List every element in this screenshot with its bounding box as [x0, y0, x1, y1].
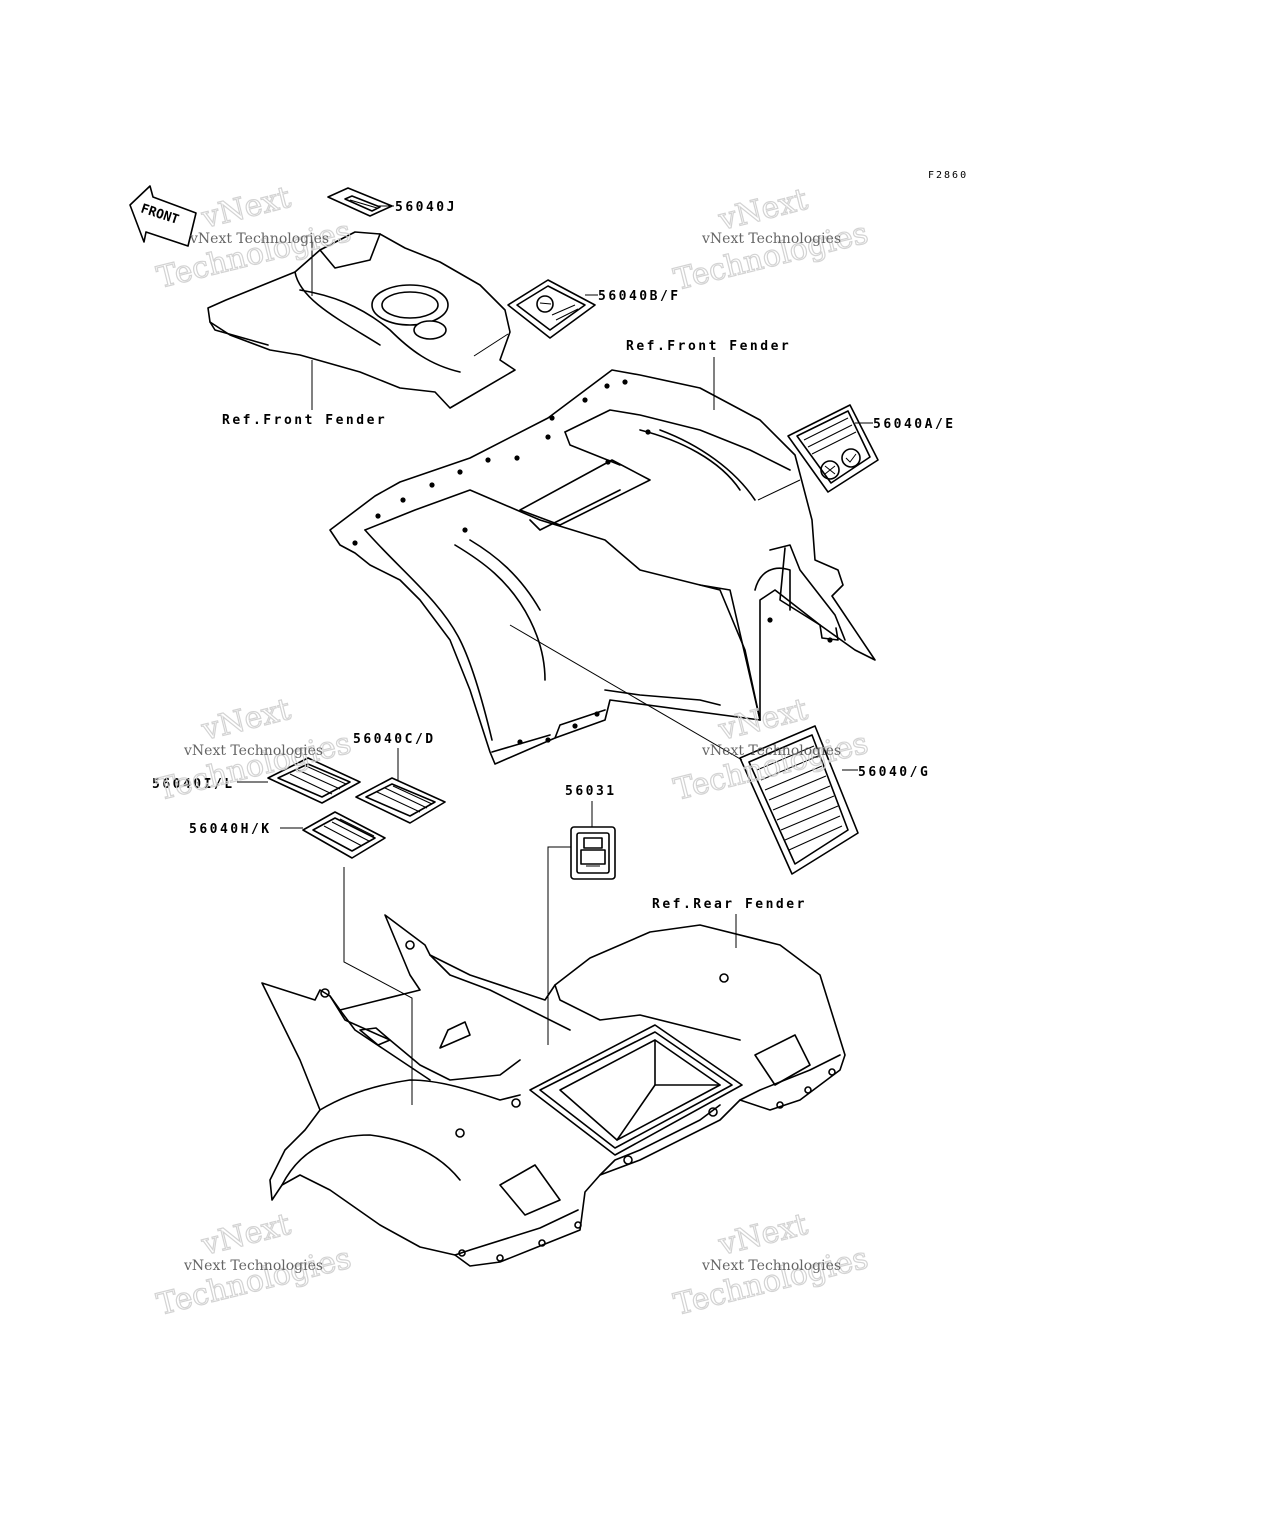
decal-56040cd	[355, 777, 446, 824]
svg-text:vNext: vNext	[714, 182, 811, 238]
svg-text:Technologies: Technologies	[153, 1241, 354, 1323]
front-fender-part	[329, 369, 876, 765]
callout-56040il: 56040I/L	[152, 777, 235, 792]
svg-text:vNext Technologies: vNext Technologies	[701, 1258, 841, 1274]
front-cover-part	[207, 231, 516, 409]
decal-56040il	[267, 757, 361, 804]
svg-text:vNext: vNext	[197, 180, 294, 236]
decal-56040hk	[302, 811, 386, 859]
watermark-5: Technologies vNext vNext Technologies	[153, 1206, 355, 1323]
svg-text:vNext: vNext	[197, 692, 294, 748]
decal-56040g	[739, 725, 859, 875]
callout-56040hk: 56040H/K	[189, 822, 272, 837]
decal-56040bf	[507, 279, 596, 339]
svg-text:vNext Technologies: vNext Technologies	[701, 743, 841, 759]
rear-fender-mount-holes	[320, 940, 836, 1262]
svg-text:vNext Technologies: vNext Technologies	[183, 743, 323, 759]
fender-mount-holes	[352, 379, 833, 745]
callout-56040bf: 56040B/F	[598, 289, 681, 304]
svg-text:Technologies: Technologies	[670, 216, 871, 298]
callout-56031: 56031	[565, 784, 617, 799]
watermark-6: Technologies vNext vNext Technologies	[670, 1206, 872, 1323]
svg-text:vNext Technologies: vNext Technologies	[701, 231, 841, 247]
figure-code: F2860	[928, 170, 968, 181]
callout-56040ae: 56040A/E	[873, 417, 956, 432]
decal-56031	[570, 826, 616, 880]
callout-ref-front-fender-1: Ref.Front Fender	[222, 413, 387, 428]
decal-56040j	[327, 187, 393, 217]
svg-text:vNext: vNext	[714, 1207, 811, 1263]
callout-ref-rear-fender: Ref.Rear Fender	[652, 897, 807, 912]
watermark-2: Technologies vNext vNext Technologies	[670, 181, 872, 298]
rear-fender-part	[261, 914, 846, 1267]
callout-56040cd: 56040C/D	[353, 732, 436, 747]
callout-56040j: 56040J	[395, 200, 457, 215]
svg-text:vNext Technologies: vNext Technologies	[183, 1258, 323, 1274]
decal-56040ae	[787, 404, 879, 493]
callout-56040g: 56040/G	[858, 765, 930, 780]
svg-text:vNext: vNext	[197, 1207, 294, 1263]
front-arrow-icon: FRONT	[129, 185, 197, 247]
callout-ref-front-fender-2: Ref.Front Fender	[626, 339, 791, 354]
svg-text:vNext Technologies: vNext Technologies	[189, 231, 329, 247]
svg-text:Technologies: Technologies	[670, 1241, 871, 1323]
